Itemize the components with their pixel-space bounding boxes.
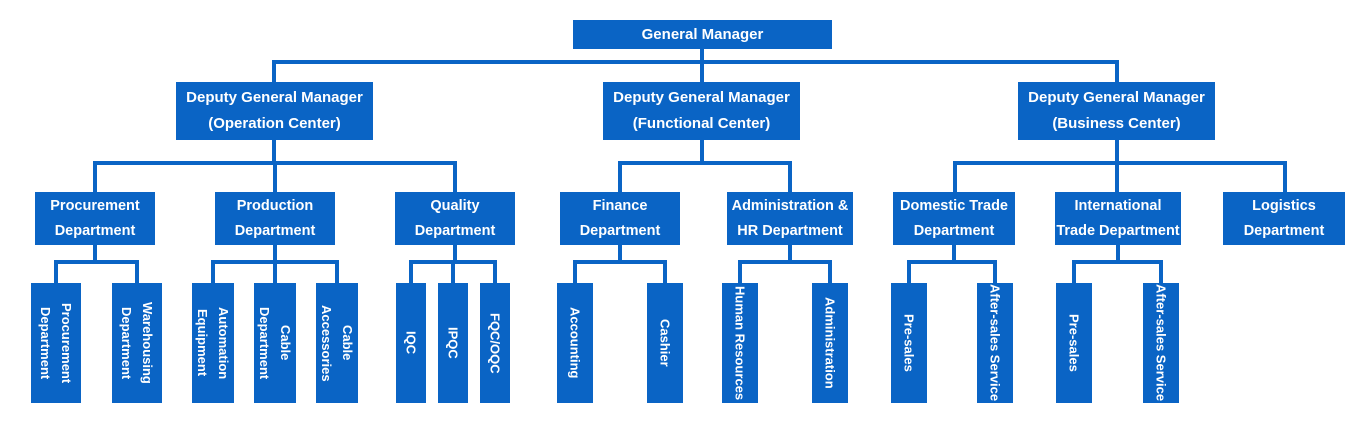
connector-line bbox=[135, 260, 139, 283]
connector-line bbox=[1115, 161, 1119, 192]
connector-line bbox=[663, 260, 667, 283]
connector-line bbox=[953, 161, 1287, 165]
node-administration-hr-department: Administration & HR Department bbox=[727, 192, 853, 245]
node-unit-automation-equipment: Automation Equipment bbox=[192, 283, 234, 403]
connector-line bbox=[788, 161, 792, 192]
connector-line bbox=[272, 140, 276, 165]
connector-line bbox=[273, 245, 277, 264]
connector-line bbox=[211, 260, 215, 283]
node-general-manager: General Manager bbox=[573, 20, 832, 49]
node-unit-cable-accessories: Cable Accessories bbox=[316, 283, 358, 403]
node-logistics-department: Logistics Department bbox=[1223, 192, 1345, 245]
node-unit-human-resources: Human Resources bbox=[722, 283, 758, 403]
node-unit-cashier: Cashier bbox=[647, 283, 683, 403]
node-unit-international-after-sales-service: After-sales Service bbox=[1143, 283, 1179, 403]
connector-line bbox=[272, 60, 276, 82]
node-unit-administration: Administration bbox=[812, 283, 848, 403]
connector-line bbox=[273, 161, 277, 192]
connector-line bbox=[738, 260, 742, 283]
node-unit-fqc-oqc: FQC/OQC bbox=[480, 283, 510, 403]
node-unit-domestic-after-sales-service: After-sales Service bbox=[977, 283, 1013, 403]
node-deputy-business-center: Deputy General Manager (Business Center) bbox=[1018, 82, 1215, 140]
connector-line bbox=[618, 161, 792, 165]
node-unit-iqc: IQC bbox=[396, 283, 426, 403]
node-unit-international-pre-sales: Pre-sales bbox=[1056, 283, 1092, 403]
connector-line bbox=[738, 260, 832, 264]
node-deputy-functional-center: Deputy General Manager (Functional Cente… bbox=[603, 82, 800, 140]
connector-line bbox=[573, 260, 667, 264]
node-unit-procurement: Procurement Department bbox=[31, 283, 81, 403]
connector-line bbox=[700, 48, 704, 64]
connector-line bbox=[907, 260, 997, 264]
node-unit-ipqc: IPQC bbox=[438, 283, 468, 403]
connector-line bbox=[453, 245, 457, 264]
node-unit-domestic-pre-sales: Pre-sales bbox=[891, 283, 927, 403]
node-finance-department: Finance Department bbox=[560, 192, 680, 245]
connector-line bbox=[618, 161, 622, 192]
connector-line bbox=[953, 161, 957, 192]
connector-line bbox=[93, 161, 97, 192]
connector-line bbox=[493, 260, 497, 283]
connector-line bbox=[272, 60, 1119, 64]
node-quality-department: Quality Department bbox=[395, 192, 515, 245]
connector-line bbox=[54, 260, 139, 264]
connector-line bbox=[451, 260, 455, 283]
node-procurement-department: Procurement Department bbox=[35, 192, 155, 245]
connector-line bbox=[1072, 260, 1163, 264]
connector-line bbox=[54, 260, 58, 283]
connector-line bbox=[788, 245, 792, 264]
connector-line bbox=[453, 161, 457, 192]
node-deputy-operation-center: Deputy General Manager (Operation Center… bbox=[176, 82, 373, 140]
connector-line bbox=[952, 245, 956, 264]
node-unit-accounting: Accounting bbox=[557, 283, 593, 403]
node-domestic-trade-department: Domestic Trade Department bbox=[893, 192, 1015, 245]
connector-line bbox=[1116, 245, 1120, 264]
connector-line bbox=[700, 140, 704, 165]
connector-line bbox=[1072, 260, 1076, 283]
connector-line bbox=[93, 245, 97, 264]
connector-line bbox=[1159, 260, 1163, 283]
connector-line bbox=[335, 260, 339, 283]
connector-line bbox=[700, 60, 704, 82]
node-production-department: Production Department bbox=[215, 192, 335, 245]
connector-line bbox=[273, 260, 277, 283]
connector-line bbox=[1115, 60, 1119, 82]
node-unit-cable-department: Cable Department bbox=[254, 283, 296, 403]
connector-line bbox=[1283, 161, 1287, 192]
connector-line bbox=[409, 260, 413, 283]
node-international-trade-department: International Trade Department bbox=[1055, 192, 1181, 245]
connector-line bbox=[1115, 140, 1119, 165]
connector-line bbox=[907, 260, 911, 283]
connector-line bbox=[618, 245, 622, 264]
connector-line bbox=[828, 260, 832, 283]
node-unit-warehousing: Warehousing Department bbox=[112, 283, 162, 403]
connector-line bbox=[993, 260, 997, 283]
connector-line bbox=[573, 260, 577, 283]
